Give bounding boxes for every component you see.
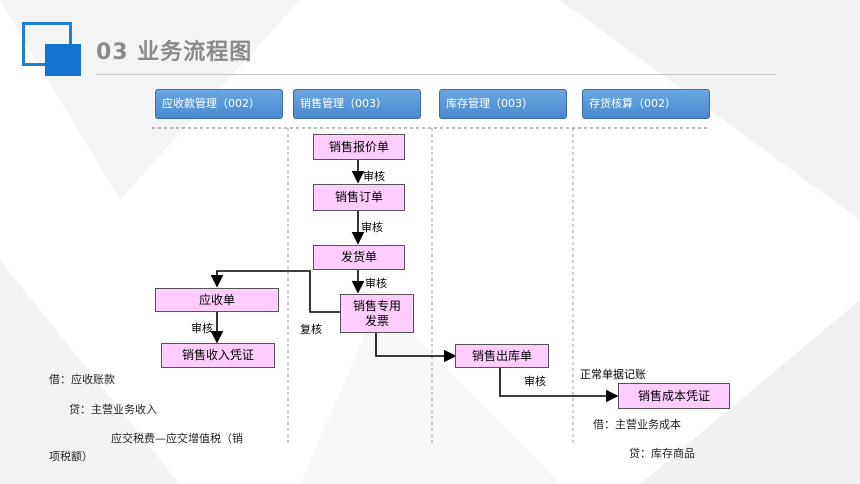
note-credit-inventory: 贷：库存商品 — [629, 447, 695, 460]
edge-label-audit-4: 审核 — [191, 322, 213, 335]
lane-sales: 销售管理（003） — [293, 89, 421, 119]
slide-title: 03 业务流程图 — [96, 40, 253, 65]
title-decoration-block — [45, 44, 81, 76]
arrow-invoice-to-outbound — [375, 333, 457, 363]
lane-cost-accounting: 存货核算（002） — [582, 89, 710, 119]
note-debit-receivable: 借：应收账款 — [49, 373, 115, 386]
arrow-outbound-to-cost-voucher — [499, 368, 619, 403]
edge-label-audit-5: 审核 — [524, 375, 546, 388]
edge-label-normal-posting: 正常单据记账 — [580, 368, 646, 381]
node-sales-quote: 销售报价单 — [313, 134, 405, 160]
lane-inventory: 库存管理（003） — [439, 89, 567, 119]
edge-label-recheck: 复核 — [300, 323, 322, 336]
note-credit-tax-line1: 应交税费—应交增值税（销 — [111, 432, 243, 445]
arrow-invoice-to-receivable — [210, 270, 340, 313]
lane-receivables: 应收款管理（002） — [155, 89, 283, 119]
node-receivable: 应收单 — [155, 288, 279, 312]
node-sales-outbound: 销售出库单 — [455, 344, 549, 368]
note-credit-revenue: 贷：主营业务收入 — [69, 403, 157, 416]
edge-label-audit-1: 审核 — [363, 170, 385, 183]
note-debit-cost: 借：主营业务成本 — [593, 418, 681, 431]
node-cost-voucher: 销售成本凭证 — [618, 383, 730, 409]
edge-label-audit-2: 审核 — [361, 221, 383, 234]
node-revenue-voucher: 销售收入凭证 — [161, 343, 275, 368]
note-credit-tax-line2: 项税额） — [49, 450, 93, 463]
title-divider — [96, 74, 776, 75]
node-sales-invoice: 销售专用 发票 — [340, 294, 414, 333]
edge-label-audit-3: 审核 — [365, 277, 387, 290]
node-delivery-note: 发货单 — [313, 245, 405, 270]
node-sales-order: 销售订单 — [313, 184, 405, 211]
